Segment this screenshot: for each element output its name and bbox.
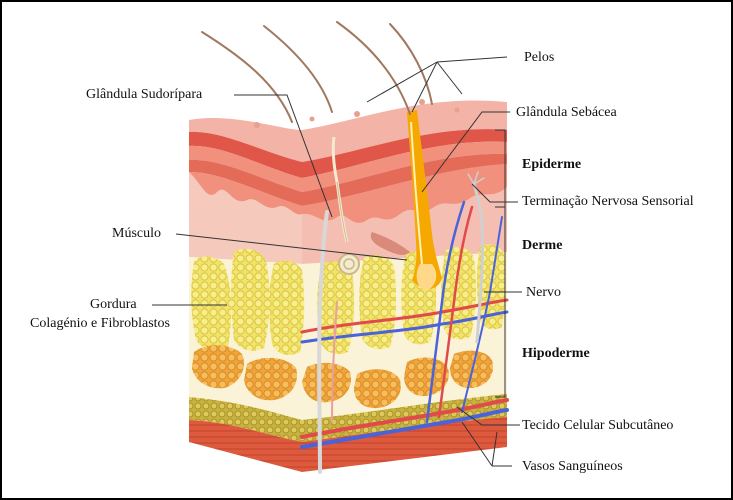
label-nervo: Nervo [526,285,561,301]
label-glandula-sebacea: Glândula Sebácea [516,105,617,121]
label-gordura: Gordura [90,297,137,313]
label-derme: Derme [522,238,562,254]
label-musculo: Músculo [112,226,161,242]
label-colagenio: Colagénio e Fibroblastos [30,316,170,332]
hair-shafts [202,22,432,122]
label-epiderme: Epiderme [522,157,581,173]
label-vasos-sanguineos: Vasos Sanguíneos [522,459,623,475]
label-terminacao-nervosa: Terminação Nervosa Sensorial [522,194,694,210]
label-pelos: Pelos [524,50,554,66]
label-tecido-subcutaneo: Tecido Celular Subcutâneo [522,418,673,434]
label-glandula-sudoripara: Glândula Sudorípara [86,87,202,103]
label-hipoderme: Hipoderme [522,346,590,362]
